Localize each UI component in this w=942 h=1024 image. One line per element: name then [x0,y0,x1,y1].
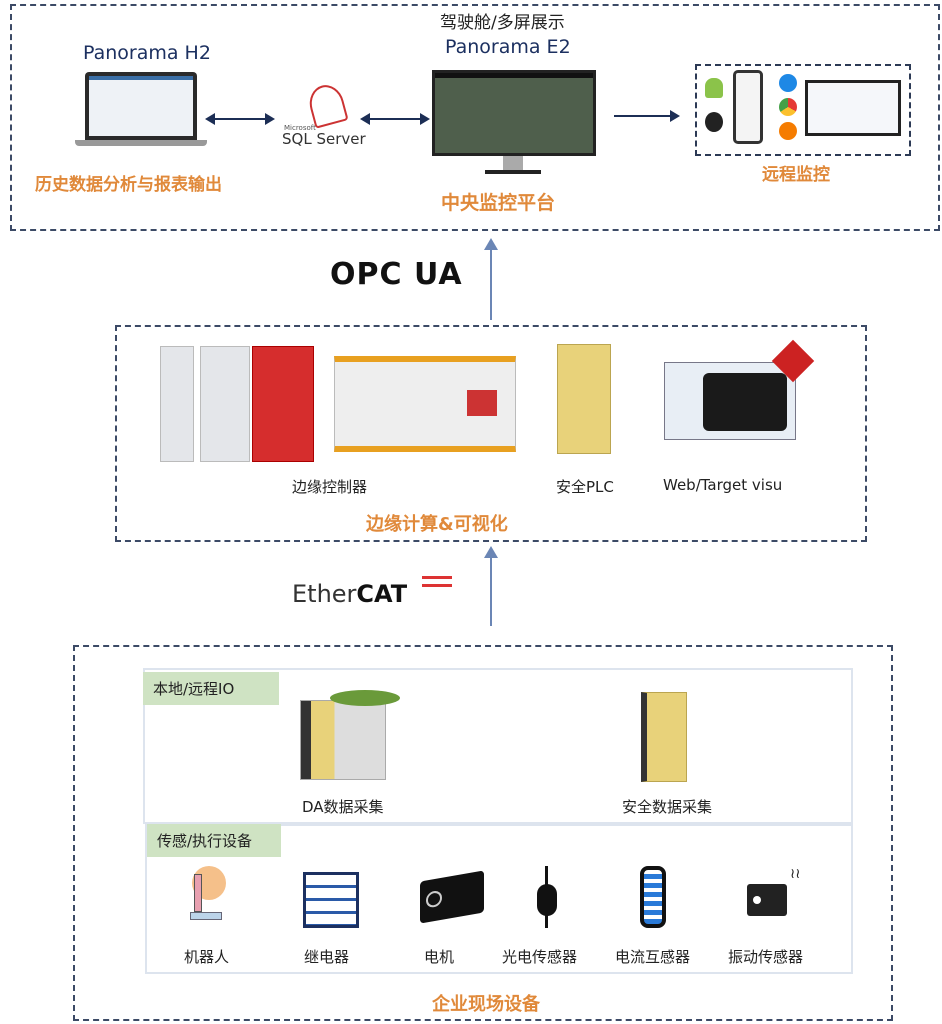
da-label: DA数据采集 [302,798,384,816]
field-section-label: 企业现场设备 [432,994,540,1015]
device-label-current-transformer: 电流互感器 [615,948,691,966]
safety-data-label: 安全数据采集 [622,798,713,816]
device-label-relay: 继电器 [304,948,350,966]
phone-image [733,70,763,144]
h2-sql-arrow [205,113,275,125]
sql-e2-arrow [360,113,430,125]
opcua-up-arrow [484,238,498,320]
edge-controller-3-image [252,346,314,462]
monitor-foot [485,170,541,174]
chameleon-image [330,690,400,706]
history-label: 历史数据分析与报表输出 [35,175,222,195]
robot-arm-icon [186,866,232,920]
safety-io-image [641,692,687,782]
monitor-stand [503,156,523,170]
edge-icon [779,74,797,92]
ethercat-up-arrow [484,546,498,626]
android-icon [705,78,723,98]
laptop-base [75,140,207,146]
remote-label: 远程监控 [762,165,830,185]
visu-screen-image [664,362,796,440]
central-monitoring-section [10,4,940,231]
chrome-icon [779,98,797,116]
edge-section-label: 边缘计算&可视化 [366,514,508,535]
sql-brand: Microsoft [284,124,316,132]
ethercat-logo-ether: Ether [292,580,357,608]
safety-plc-label: 安全PLC [556,478,614,496]
apple-icon [705,112,723,132]
edge-controller-4-image [334,356,516,452]
edge-controller-1-image [160,346,194,462]
device-label-vibration: 振动传感器 [728,948,804,966]
opcua-logo: OPC UA [330,257,463,292]
e2-remote-arrow [614,110,680,122]
edge-controller-label: 边缘控制器 [292,478,368,496]
safety-plc-image [557,344,611,454]
devices-tag: 传感/执行设备 [147,824,281,857]
central-label: 中央监控平台 [441,192,556,214]
edge-controller-2-image [200,346,250,462]
field-section [73,645,893,1021]
ethercat-logo-cat: CAT [356,580,408,608]
device-label-robot: 机器人 [184,948,230,966]
da-module-image [300,700,386,780]
cockpit-label: 驾驶舱/多屏展示 [440,13,565,33]
vibration-waves-icon: ≀≀ [790,866,801,882]
edge-section [115,325,867,542]
panorama-e2-title: Panorama E2 [445,36,571,58]
remote-devices-box [695,64,911,156]
firefox-icon [779,122,797,140]
device-label-motor: 电机 [424,948,455,966]
sql-server-label: SQL Server [282,130,366,148]
visu-label: Web/Target visu [663,476,783,494]
desktop-image [805,80,901,136]
current-transformer-icon [640,866,666,928]
ethercat-logo: EtherCAT [292,580,407,608]
monitor-image [432,70,596,156]
io-tag: 本地/远程IO [143,672,279,705]
laptop-image [85,72,197,140]
ethercat-arrows-icon [422,576,452,579]
photoelectric-sensor-icon [537,866,557,928]
panorama-h2-title: Panorama H2 [83,42,211,64]
device-label-photoelectric: 光电传感器 [502,948,578,966]
vibration-sensor-icon [747,884,787,916]
relay-icon [303,872,359,928]
